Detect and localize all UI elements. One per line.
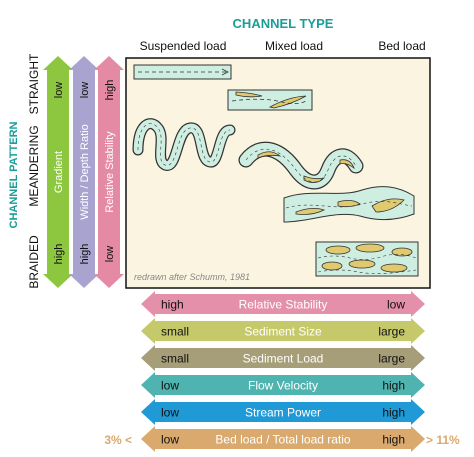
horizontal-arrow-left-label: low xyxy=(161,406,179,420)
horizontal-arrow-right-label: high xyxy=(382,379,405,393)
horizontal-arrow-right-label: large xyxy=(378,325,405,339)
horizontal-arrow-2: small large Sediment Load xyxy=(141,345,425,371)
wandering-channel xyxy=(283,186,415,223)
vertical-arrow-bottom-label: low xyxy=(104,246,116,263)
horizontal-arrow-left-label: high xyxy=(161,298,184,312)
braided-channel xyxy=(315,241,419,277)
diagram-title: CHANNEL TYPE xyxy=(233,16,334,31)
channel-type-mixed: Mixed load xyxy=(265,39,323,53)
channel-type-bed: Bed load xyxy=(378,39,425,53)
horizontal-arrow-0: high low Relative Stability xyxy=(141,291,425,317)
horizontal-arrow-3: low high Flow Velocity xyxy=(141,372,425,398)
horizontal-arrow-4: low high Stream Power xyxy=(141,399,425,425)
horizontal-arrow-right-label: high xyxy=(382,433,405,447)
horizontal-arrow-left-label: low xyxy=(161,379,179,393)
horizontal-arrow-label: Stream Power xyxy=(245,406,321,420)
pattern-title: CHANNEL PATTERN xyxy=(8,121,20,228)
vertical-arrow-top-label: high xyxy=(104,80,116,101)
channel-type-suspended: Suspended load xyxy=(140,39,227,53)
horizontal-arrow-left-label: small xyxy=(161,325,189,339)
vertical-arrow-0: low high Gradient xyxy=(43,56,73,288)
horizontal-arrow-label: Bed load / Total load ratio xyxy=(215,433,351,447)
straight-channel xyxy=(133,64,232,80)
vertical-arrow-1: low high Width / Depth Ratio xyxy=(69,56,99,288)
horizontal-arrow-label: Sediment Size xyxy=(244,325,322,339)
pattern-straight: STRAIGHT xyxy=(27,53,41,114)
horizontal-arrow-right-label: low xyxy=(387,298,405,312)
horizontal-arrow-1: small large Sediment Size xyxy=(141,318,425,344)
vertical-arrow-2: high low Relative Stability xyxy=(94,56,124,288)
vertical-arrow-top-label: low xyxy=(79,82,91,99)
pattern-braided: BRAIDED xyxy=(27,235,41,289)
meandering-channel xyxy=(132,118,236,171)
vertical-arrow-bottom-label: high xyxy=(79,244,91,265)
vertical-arrow-label: Width / Depth Ratio xyxy=(79,124,91,219)
horizontal-arrow-5: low high Bed load / Total load ratio xyxy=(141,426,425,452)
horizontal-arrow-left-label: small xyxy=(161,352,189,366)
ratio-max: > 11% xyxy=(426,433,460,447)
horizontal-arrow-right-label: high xyxy=(382,406,405,420)
horizontal-arrow-label: Relative Stability xyxy=(239,298,328,312)
mixed-meander-channel xyxy=(238,141,364,190)
vertical-arrow-top-label: low xyxy=(53,82,65,99)
pattern-meandering: MEANDERING xyxy=(27,125,41,206)
vertical-arrow-label: Relative Stability xyxy=(104,131,116,213)
vertical-arrow-bottom-label: high xyxy=(53,244,65,265)
horizontal-arrow-label: Sediment Load xyxy=(243,352,324,366)
transitional-channel xyxy=(227,89,313,111)
vertical-arrow-label: Gradient xyxy=(53,151,65,193)
ratio-min: 3% < xyxy=(104,433,132,447)
horizontal-arrow-label: Flow Velocity xyxy=(248,379,318,393)
horizontal-arrow-right-label: large xyxy=(378,352,405,366)
credit-note: redrawn after Schumm, 1981 xyxy=(134,272,250,282)
horizontal-arrow-left-label: low xyxy=(161,433,179,447)
